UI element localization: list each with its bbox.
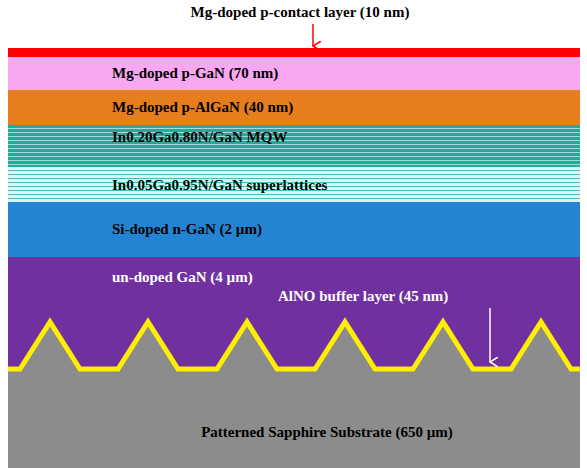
mqw-layer: In0.20Ga0.80N/GaN MQW <box>8 125 580 167</box>
n-gan-layer: Si-doped n-GaN (2 µm) <box>8 202 580 257</box>
layer-label: un-doped GaN (4 µm) <box>112 268 253 286</box>
undoped-gan-layer: un-doped GaN (4 µm) <box>8 257 580 287</box>
layer-label: Mg-doped p-contact layer (10 nm) <box>191 3 410 21</box>
layer-label: Mg-doped p-GaN (70 nm) <box>112 64 278 82</box>
layer-label: AlNO buffer layer (45 nm) <box>278 287 448 305</box>
sapphire-band: Patterned Sapphire Substrate (650 µm) <box>8 373 580 468</box>
alno-buffer-band: AlNO buffer layer (45 nm) <box>8 287 580 307</box>
layer-label: In0.05Ga0.95N/GaN superlattices <box>112 176 327 194</box>
superlattice-layer: In0.05Ga0.95N/GaN superlattices <box>8 167 580 202</box>
p-algan-layer: Mg-doped p-AlGaN (40 nm) <box>8 90 580 125</box>
sapphire-substrate <box>8 322 580 468</box>
layer-label: Patterned Sapphire Substrate (650 µm) <box>201 423 453 441</box>
layer-label: Mg-doped p-AlGaN (40 nm) <box>112 98 293 116</box>
alno-buffer-layer <box>8 322 580 369</box>
layer-label: In0.20Ga0.80N/GaN MQW <box>112 128 287 146</box>
p-contact-layer: Mg-doped p-contact layer (10 nm) <box>8 0 580 57</box>
leader-arrow <box>489 308 491 362</box>
undoped-gan-fill <box>8 257 580 373</box>
layer-label: Si-doped n-GaN (2 µm) <box>112 220 262 238</box>
p-gan-layer: Mg-doped p-GaN (70 nm) <box>8 57 580 90</box>
